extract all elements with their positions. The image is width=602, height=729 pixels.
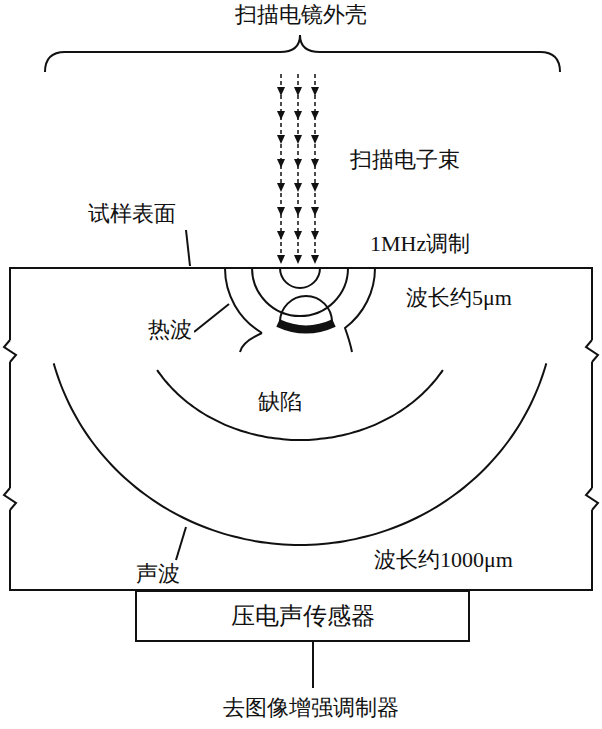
break-mark (586, 488, 598, 510)
beam-arrowhead (311, 183, 319, 192)
thermal-wave (280, 268, 320, 288)
beam-arrowhead (311, 87, 319, 96)
thermal-wave-reflected (280, 296, 332, 322)
beam-arrowhead (294, 183, 302, 192)
beam-arrowhead (294, 255, 302, 264)
beam-arrowhead (311, 111, 319, 120)
beam-arrowhead (311, 207, 319, 216)
break-mark (586, 340, 598, 362)
leader-line (176, 527, 186, 560)
beam-arrowhead (311, 135, 319, 144)
signal-wire (312, 642, 314, 688)
beam-arrowhead (277, 111, 285, 120)
thermal-wave (345, 268, 375, 352)
beam-arrowhead (277, 207, 285, 216)
beam-arrowhead (294, 159, 302, 168)
thermal-wave (240, 333, 262, 352)
label-text: 热波 (146, 318, 194, 342)
housing-brace (45, 35, 560, 72)
label-text: 波长约5μm (404, 286, 514, 310)
leader-line (186, 230, 190, 266)
node-text: 压电声传感器 (231, 603, 375, 629)
label-text: 去图像增强调制器 (221, 696, 401, 720)
beam-arrowhead (277, 183, 285, 192)
beam-arrowhead (294, 111, 302, 120)
beam-arrowhead (311, 159, 319, 168)
label-text: 缺陷 (256, 390, 304, 414)
break-mark (4, 340, 16, 362)
beam-arrowhead (294, 87, 302, 96)
beam-arrowhead (311, 255, 319, 264)
label-text: 1MHz调制 (368, 232, 472, 256)
beam-arrowhead (277, 231, 285, 240)
thermal-wave (225, 268, 262, 333)
label-text: 波长约1000μm (372, 548, 515, 572)
acoustic-wave (157, 370, 443, 440)
leader-line (194, 304, 229, 332)
beam-arrowhead (294, 207, 302, 216)
beam-arrowhead (277, 255, 285, 264)
beam-arrowhead (294, 135, 302, 144)
beam-arrowhead (294, 231, 302, 240)
acoustic-wave (54, 363, 547, 545)
label-text: 声波 (134, 562, 182, 586)
beam-arrowhead (277, 87, 285, 96)
thermal-wave (252, 268, 348, 316)
break-mark (4, 488, 16, 510)
beam-arrowhead (311, 231, 319, 240)
specimen-outline (10, 268, 592, 590)
sensor-box: 压电声传感器 (135, 590, 470, 642)
label-text: 扫描电镜外壳 (233, 3, 369, 27)
beam-arrowhead (277, 159, 285, 168)
beam-arrowhead (277, 135, 285, 144)
label-text: 扫描电子束 (348, 148, 462, 172)
label-text: 试样表面 (86, 202, 178, 226)
defect (278, 323, 334, 330)
